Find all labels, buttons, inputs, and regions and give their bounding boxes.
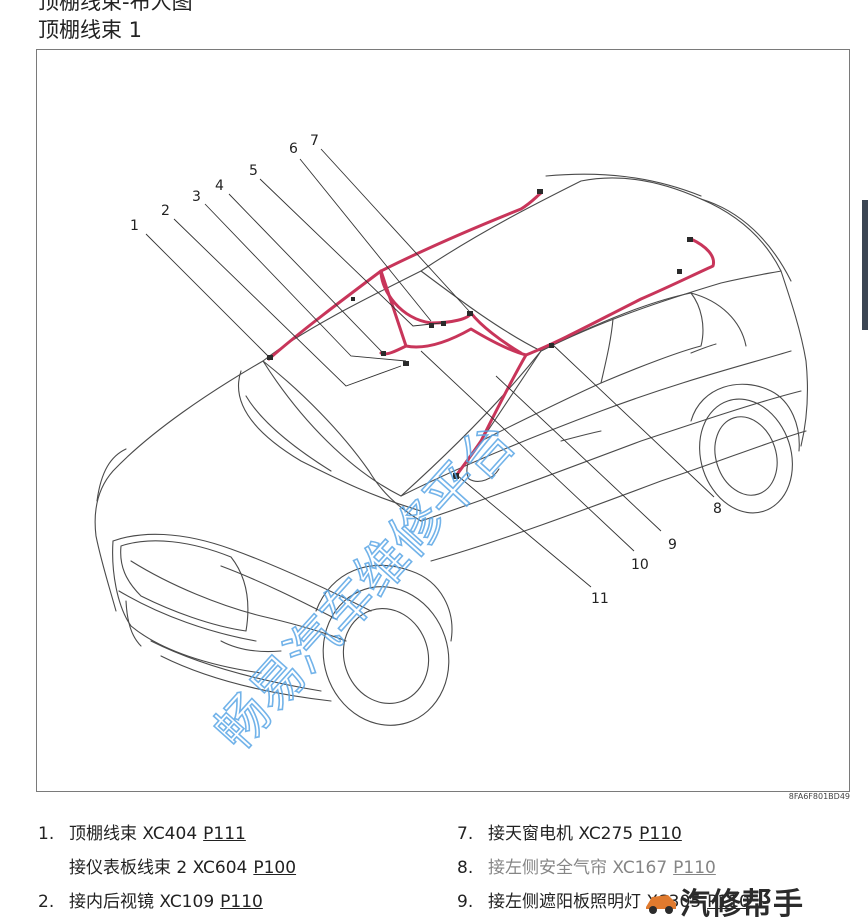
item-number: 8. xyxy=(457,858,474,878)
callout-5: 5 xyxy=(249,163,258,179)
item-number: 1. xyxy=(38,824,55,844)
callout-4: 4 xyxy=(215,178,224,194)
item-text: 接左侧安全气帘 XC167 xyxy=(488,858,668,878)
item-number: 9. xyxy=(457,892,474,912)
diagram-frame: 1 2 3 4 5 6 7 8 9 10 11 畅易汽车维修平台 xyxy=(36,49,850,792)
callout-9: 9 xyxy=(668,537,677,553)
page-link[interactable]: P111 xyxy=(203,824,246,844)
logo-text: 汽修帮手 xyxy=(680,887,804,922)
car-logo-icon xyxy=(646,895,676,914)
callout-10: 10 xyxy=(631,557,649,573)
callout-1: 1 xyxy=(130,218,139,234)
cut-off-heading: 顶棚线束-布人图 xyxy=(38,0,193,14)
callout-11: 11 xyxy=(591,591,609,607)
leader-lines xyxy=(145,148,715,588)
item-text: 接天窗电机 XC275 xyxy=(488,824,634,844)
roof-harness xyxy=(267,191,716,478)
callout-6: 6 xyxy=(289,141,298,157)
connectors xyxy=(267,189,693,479)
car-harness-diagram: 1 2 3 4 5 6 7 8 9 10 11 畅易汽车维修平台 xyxy=(94,133,808,762)
edge-strip xyxy=(862,200,868,330)
figure-code: 8FA6F801BD49 xyxy=(788,792,850,801)
page-link[interactable]: P110 xyxy=(673,858,716,878)
item-number: 2. xyxy=(38,892,55,912)
watermark-text: 畅易汽车维修平台 xyxy=(204,412,527,761)
callout-7: 7 xyxy=(310,133,319,149)
item-text: 顶棚线束 XC404 xyxy=(69,824,198,844)
callout-2: 2 xyxy=(161,203,170,219)
callout-8: 8 xyxy=(713,501,722,517)
car-outline xyxy=(94,173,808,726)
callout-3: 3 xyxy=(192,189,201,205)
item-text: 接内后视镜 XC109 xyxy=(69,892,215,912)
item-text: 接仪表板线束 2 XC604 xyxy=(69,858,248,878)
page-title: 顶棚线束 1 xyxy=(38,18,143,42)
item-number: 7. xyxy=(457,824,474,844)
watermark-logo: 汽修帮手 xyxy=(642,880,864,922)
page-link[interactable]: P110 xyxy=(220,892,263,912)
callout-labels: 1 2 3 4 5 6 7 8 9 10 11 xyxy=(130,133,722,607)
page-link[interactable]: P110 xyxy=(707,892,750,912)
page-link[interactable]: P100 xyxy=(253,858,297,878)
page-link[interactable]: P110 xyxy=(639,824,682,844)
